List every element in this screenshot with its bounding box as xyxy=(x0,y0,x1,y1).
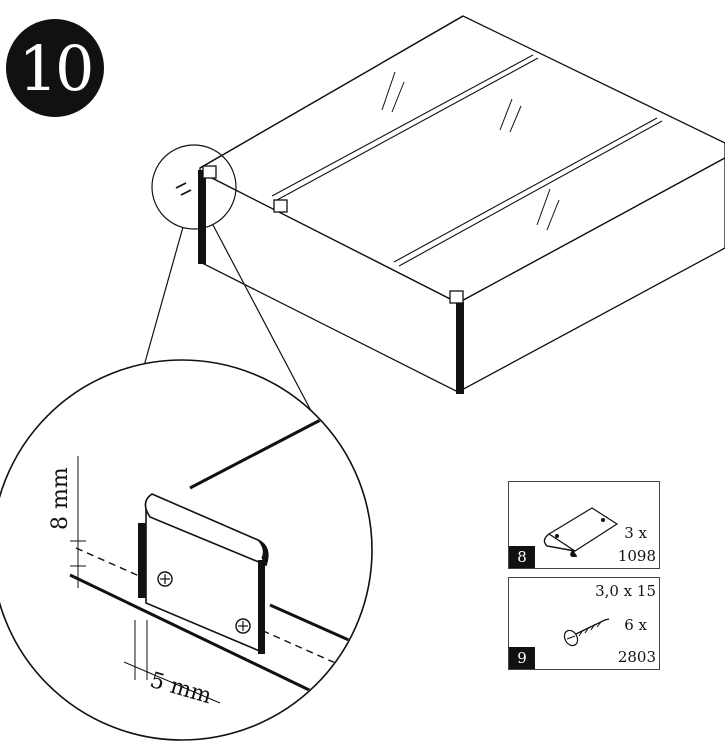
part-9-number: 9 xyxy=(509,647,535,669)
screw-icon xyxy=(563,618,610,647)
detail-marker xyxy=(141,144,319,425)
part-9-code: 2803 xyxy=(617,648,656,666)
part-9-spec: 3,0 x 15 xyxy=(595,582,656,600)
cold-frame-box xyxy=(198,15,725,394)
part-card-8: 3 x 1098 8 xyxy=(508,481,660,569)
step-number-badge: 10 xyxy=(6,19,104,117)
magnified-detail xyxy=(0,359,373,741)
part-8-number: 8 xyxy=(509,546,535,568)
part-card-9: 3,0 x 15 6 x 2803 9 xyxy=(508,577,660,670)
part-8-code: 1098 xyxy=(617,547,656,565)
height-dimension-label: 8 mm xyxy=(48,467,73,530)
part-8-quantity: 3 x xyxy=(624,524,647,542)
clip-bracket-icon xyxy=(543,507,619,557)
part-9-quantity: 6 x xyxy=(624,616,647,634)
step-number: 10 xyxy=(18,31,95,105)
